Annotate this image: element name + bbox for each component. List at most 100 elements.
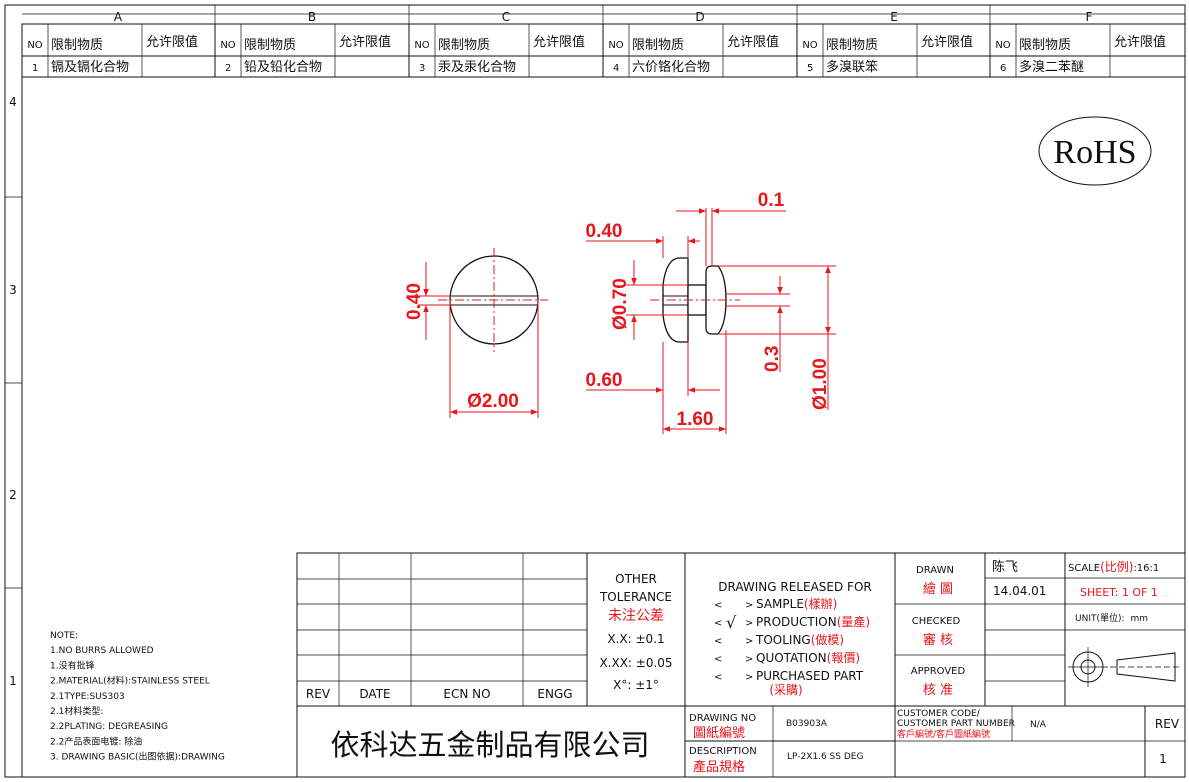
release-title: DRAWING RELEASED FOR xyxy=(718,580,871,594)
tolerance-title-cn: 未注公差 xyxy=(608,608,664,624)
dim-neck-diameter: Ø0.70 xyxy=(610,278,631,330)
release-bracket: > xyxy=(745,636,753,647)
substance-header-no: NO xyxy=(802,40,817,51)
tolerance-angle: X°: ±1° xyxy=(613,678,659,692)
note-line: 2.2产品表面电镀: 除油 xyxy=(50,735,142,747)
zone-row-3: 3 xyxy=(9,283,17,297)
dim-total-length: 1.60 xyxy=(677,409,714,430)
zone-col-d: D xyxy=(695,10,704,24)
substance-header-name: 限制物质 xyxy=(632,38,684,53)
note-line: 2.1材料类型: xyxy=(50,705,103,717)
release-item-label: TOOLING xyxy=(755,633,811,647)
release-item-label: SAMPLE xyxy=(756,597,804,611)
rev-box-value: 1 xyxy=(1159,752,1167,766)
tolerance-xxx: X.XX: ±0.05 xyxy=(599,656,672,670)
title-block: REV DATE ECN NO ENGG OTHER TOLERANCE 未注公… xyxy=(296,552,1186,778)
substance-header-limit: 允许限值 xyxy=(1114,34,1166,50)
release-bracket: > xyxy=(745,672,753,683)
note-line: 2.2PLATING: DEGREASING xyxy=(50,722,168,732)
dim-head-diameter: Ø2.00 xyxy=(467,391,519,412)
substance-name: 六价铬化合物 xyxy=(632,59,710,75)
zone-row-1: 1 xyxy=(9,674,17,688)
zone-col-f: F xyxy=(1086,10,1093,24)
drawn-by: 陈飞 xyxy=(992,559,1018,575)
substance-header-limit: 允许限值 xyxy=(146,34,198,50)
zone-col-e: E xyxy=(890,10,898,24)
notes: NOTE:1.NO BURRS ALLOWED1.没有批锋2.MATERIAL(… xyxy=(50,631,225,763)
release-bracket: > xyxy=(745,654,753,665)
release-item-cn: (量產) xyxy=(837,614,870,629)
substance-header-no: NO xyxy=(995,40,1010,51)
substance-header-no: NO xyxy=(414,40,429,51)
zone-col-a: A xyxy=(114,10,123,24)
zone-col-c: C xyxy=(502,10,510,24)
customer-code-value: N/A xyxy=(1030,720,1047,730)
substance-no: 2 xyxy=(225,63,231,74)
scale-row: SCALE(比例):16:1 xyxy=(1068,560,1159,574)
rohs-badge xyxy=(1038,116,1152,186)
dim-neck-length: 0.60 xyxy=(586,370,623,391)
tolerance-xx: X.X: ±0.1 xyxy=(607,632,664,646)
note-line: 2.MATERIAL(材料):STAINLESS STEEL xyxy=(50,675,210,687)
company-name: 依科达五金制品有限公司 xyxy=(330,728,649,762)
substance-no: 3 xyxy=(419,63,425,74)
approved-label: APPROVED xyxy=(911,666,966,677)
drawing-no-label: DRAWING NO xyxy=(689,713,756,724)
substance-header-name: 限制物质 xyxy=(51,38,103,53)
substance-header-no: NO xyxy=(27,40,42,51)
description-label: DESCRIPTION xyxy=(689,746,757,757)
substance-no: 5 xyxy=(807,63,813,74)
date-col-header: DATE xyxy=(359,687,390,701)
rohs-label: RoHS xyxy=(1053,134,1136,171)
release-item: QUOTATION(報價) xyxy=(756,651,860,665)
release-bracket: < xyxy=(714,600,722,611)
drawing-no-value: B03903A xyxy=(786,719,828,729)
substance-header-name: 限制物质 xyxy=(1019,38,1071,53)
release-item: PRODUCTION(量產) xyxy=(756,614,870,629)
outer-frame xyxy=(4,4,1186,778)
dim-flange-diameter: Ø1.00 xyxy=(810,358,831,410)
dim-gap: 0.1 xyxy=(758,190,785,211)
release-bracket: > xyxy=(745,618,753,629)
release-item-label: PRODUCTION xyxy=(756,615,837,629)
checked-label-cn: 審 核 xyxy=(923,633,953,648)
release-item-cn: (樣辦) xyxy=(804,596,837,611)
substance-name: 多溴联笨 xyxy=(826,59,878,75)
front-view: 0.40 Ø2.00 xyxy=(404,248,548,418)
unit-label: UNIT(單位): xyxy=(1075,612,1125,624)
description-label-cn: 產品規格 xyxy=(693,759,745,775)
substance-name: 铅及铅化合物 xyxy=(244,60,322,75)
release-item: SAMPLE(樣辦) xyxy=(756,596,837,611)
substance-header-limit: 允许限值 xyxy=(921,34,973,50)
substance-header-no: NO xyxy=(220,40,235,51)
unit-value: mm xyxy=(1131,614,1149,624)
tolerance-title-1: OTHER xyxy=(615,572,657,586)
note-line: 2.1TYPE:SUS303 xyxy=(50,692,125,702)
substance-no: 4 xyxy=(613,63,619,74)
sheet-number: SHEET: 1 OF 1 xyxy=(1080,586,1158,599)
substance-header-limit: 允许限值 xyxy=(339,34,391,50)
substance-name: 镉及镉化合物 xyxy=(51,59,129,75)
drawn-label-cn: 繪 圖 xyxy=(923,581,953,597)
unit-row: UNIT(單位): mm xyxy=(1075,612,1148,624)
zone-col-b: B xyxy=(308,10,316,24)
note-line: 1.NO BURRS ALLOWED xyxy=(50,646,154,656)
scale-label-cn: (比例) xyxy=(1100,560,1133,574)
release-item-cn: (做模) xyxy=(811,632,844,647)
release-item: PURCHASED PART xyxy=(756,669,864,683)
note-line: 1.没有批锋 xyxy=(50,659,95,671)
release-bracket: < xyxy=(714,636,722,647)
release-bracket: < xyxy=(714,618,722,629)
description-value: LP-2X1.6 SS DEG xyxy=(787,752,863,762)
substance-header-no: NO xyxy=(608,40,623,51)
scale-label: SCALE xyxy=(1068,563,1100,574)
zone-row-2: 2 xyxy=(9,488,17,502)
drawn-date: 14.04.01 xyxy=(993,584,1046,598)
release-bracket: > xyxy=(745,600,753,611)
zone-columns: A B C D E F xyxy=(114,5,1093,24)
substance-header-name: 限制物质 xyxy=(438,38,490,53)
release-item-cn: (報價) xyxy=(827,651,860,665)
drawn-label: DRAWN xyxy=(916,565,954,576)
